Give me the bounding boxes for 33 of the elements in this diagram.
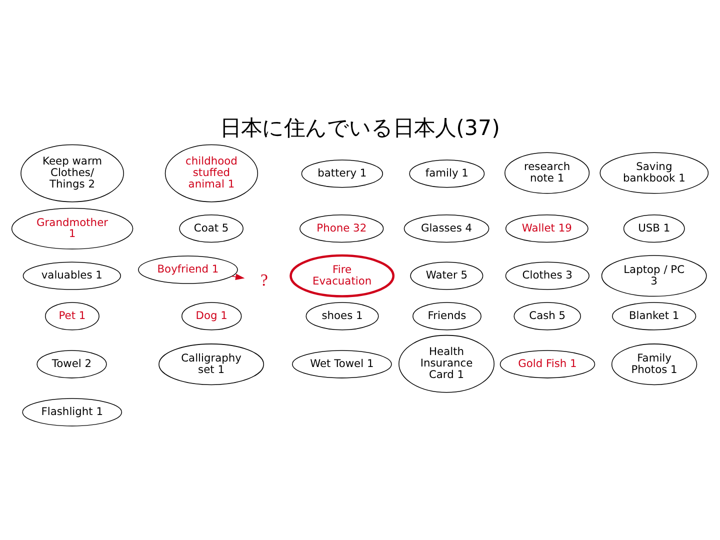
node-ellipse: Coat 5 (179, 214, 244, 242)
node-ellipse: valuables 1 (22, 261, 121, 290)
node-ellipse: Calligraphy set 1 (158, 343, 264, 385)
node-ellipse: shoes 1 (306, 302, 379, 330)
node-ellipse: battery 1 (301, 159, 383, 188)
node-ellipse: Health Insurance Card 1 (398, 334, 494, 392)
node-text: ? (260, 270, 268, 289)
node-ellipse: Flashlight 1 (22, 398, 122, 426)
node-ellipse: research note 1 (504, 152, 590, 194)
node-ellipse: Fire Evacuation (290, 254, 395, 297)
node-ellipse: Water 5 (410, 261, 484, 290)
node-ellipse: Saving bankbook 1 (600, 152, 709, 194)
node-ellipse: Clothes 3 (505, 261, 590, 290)
node-ellipse: Towel 2 (36, 350, 107, 378)
arrow (231, 273, 245, 280)
node-ellipse: family 1 (409, 159, 485, 188)
node-ellipse: Wallet 19 (505, 214, 588, 242)
node-ellipse: Cash 5 (514, 302, 581, 330)
node-ellipse: USB 1 (623, 214, 685, 242)
diagram-title: 日本に住んでいる日本人(37) (220, 116, 500, 141)
node-ellipse: Glasses 4 (404, 214, 490, 242)
node-ellipse: Phone 32 (300, 214, 384, 242)
node-ellipse: Grandmother 1 (11, 207, 134, 249)
node-ellipse: Blanket 1 (612, 302, 696, 330)
node-ellipse: Gold Fish 1 (500, 350, 596, 378)
node-ellipse: Pet 1 (45, 302, 100, 330)
node-ellipse: childhood stuffed animal 1 (164, 144, 258, 202)
node-ellipse: Wet Towel 1 (292, 350, 392, 378)
node-ellipse: Family Photos 1 (611, 343, 698, 385)
node-ellipse: Keep warm Clothes/ Things 2 (20, 144, 124, 202)
node-ellipse: Laptop / PC 3 (601, 254, 707, 296)
node-ellipse: Dog 1 (182, 302, 242, 330)
node-ellipse: Friends (412, 302, 482, 330)
